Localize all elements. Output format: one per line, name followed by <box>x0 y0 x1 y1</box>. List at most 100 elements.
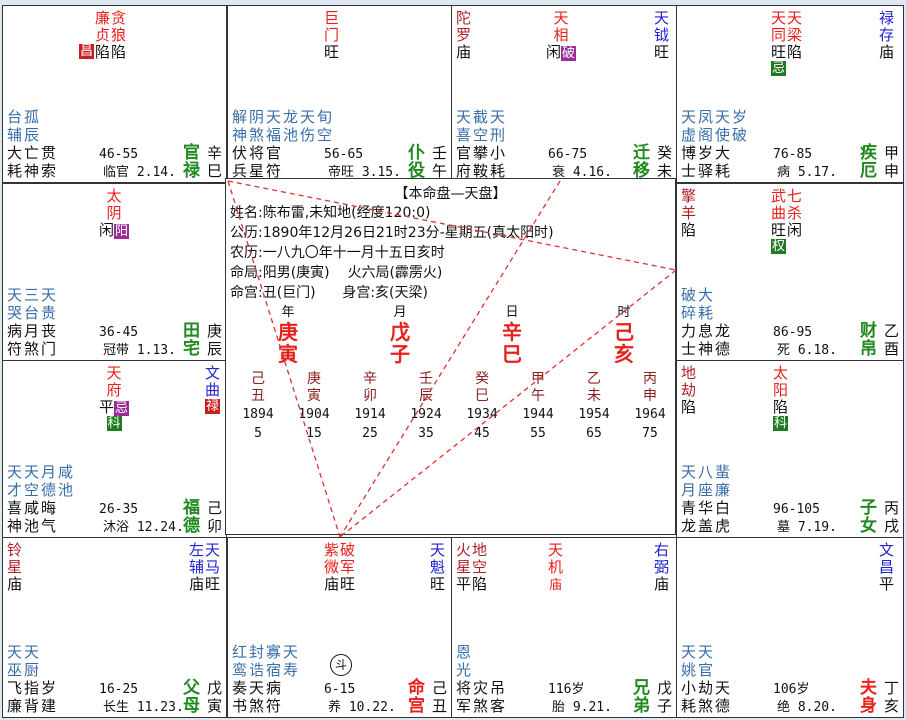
life-stage: 长生 11.23. <box>103 700 184 715</box>
star-name-char: 陀 <box>456 9 472 27</box>
god-row: 病月丧 <box>7 322 59 340</box>
star[interactable]: 火星平 <box>456 542 471 593</box>
brightness: 陷 <box>95 43 111 61</box>
da-yun-age: 65 <box>586 426 602 441</box>
palace-name: 命宫 <box>408 679 425 715</box>
brightness: 陷 <box>681 398 697 416</box>
star-name-char: 铃 <box>7 541 23 559</box>
star[interactable]: 天同旺忌 <box>771 10 787 76</box>
solar-date-line: 公历:1890年12月26日21时23分-星期五(真太阳时) <box>230 225 554 241</box>
star[interactable]: 武曲旺权 <box>771 188 787 254</box>
star[interactable]: 太阳陷科 <box>773 365 789 431</box>
star[interactable]: 天钺旺 <box>654 10 669 61</box>
stem-branch-char: 寅 <box>206 697 222 715</box>
da-yun-stem: 壬 <box>419 371 433 387</box>
star[interactable]: 铃星庙 <box>7 542 22 593</box>
star[interactable]: 地劫陷 <box>681 365 696 416</box>
minor-star-row: 天天 <box>7 643 42 661</box>
star[interactable]: 天相闲破 <box>546 10 577 61</box>
star-name-char: 军 <box>340 558 356 576</box>
star[interactable]: 天魁旺 <box>430 542 445 593</box>
minor-star-row: 巫厨 <box>7 661 42 679</box>
star[interactable]: 天府平忌科 <box>99 365 130 431</box>
life-stage: 墓 7.19. <box>777 520 837 535</box>
life-stage: 沐浴 12.24. <box>103 520 184 535</box>
star[interactable]: 文曲禄 <box>205 365 221 414</box>
star-name-char: 魁 <box>430 558 446 576</box>
star[interactable]: 地空陷 <box>472 542 487 593</box>
minor-star-row: 天截天 <box>456 108 508 126</box>
star[interactable]: 禄存庙 <box>879 10 894 61</box>
palace-name-char: 疾 <box>860 143 877 163</box>
star[interactable]: 擎羊陷 <box>681 188 696 239</box>
palace-name-char: 宫 <box>408 696 425 716</box>
god-row: 军煞客 <box>456 697 508 715</box>
stem-branch-char: 亥 <box>883 697 899 715</box>
da-yun-year: 1914 <box>354 407 386 422</box>
stem-branch-char: 甲 <box>883 144 899 162</box>
minor-stars: 天八蜚月座廉 <box>681 463 732 499</box>
star-name-char: 劫 <box>681 381 697 399</box>
stem-branch-char: 己 <box>206 499 222 517</box>
star[interactable]: 紫微庙 <box>324 542 339 593</box>
da-yun-stem: 乙 <box>587 371 601 387</box>
star[interactable]: 陀罗庙 <box>456 10 471 61</box>
star[interactable]: 天机庙 <box>548 542 563 594</box>
da-yun-year: 1924 <box>410 407 442 422</box>
star[interactable]: 太阴闲阳 <box>99 188 130 239</box>
star-name-char: 巨 <box>324 9 340 27</box>
minor-star-row: 红封寡天 <box>232 643 301 661</box>
minor-star-row: 天天 <box>681 643 716 661</box>
star[interactable]: 右弼庙 <box>654 542 669 593</box>
palace-name: 仆役 <box>408 144 425 180</box>
star[interactable]: 七杀闲 <box>787 188 802 239</box>
decade-range: 116岁 <box>548 682 585 697</box>
star[interactable]: 贪狼陷 <box>111 10 126 61</box>
minor-star-row: 月座廉 <box>681 481 733 499</box>
stem-branch-char: 巳 <box>206 162 222 180</box>
palace-name-char: 身 <box>860 696 877 716</box>
gods-stars: 伏将官兵星符 <box>232 144 283 180</box>
star-group: 地劫陷 太阳陷科 <box>681 365 899 445</box>
stem-branch-char: 辰 <box>206 340 222 358</box>
gods-stars: 将灾吊军煞客 <box>456 679 507 715</box>
minor-star-row: 破大 <box>681 286 716 304</box>
palace-name-char: 迁 <box>633 143 650 163</box>
star[interactable]: 天梁陷 <box>787 10 802 61</box>
star[interactable]: 破军旺 <box>340 542 355 593</box>
star[interactable]: 天马旺 <box>205 542 220 593</box>
si-hua-badge: 忌 <box>114 401 130 416</box>
star[interactable]: 廉贞陷 <box>95 10 110 61</box>
dou-mark-icon: 斗 <box>330 654 352 676</box>
palace-name-char: 仆 <box>408 143 425 163</box>
star-group: 廉贞陷贪狼陷昌 <box>7 10 222 90</box>
stem-branch-char: 子 <box>656 697 672 715</box>
da-yun-stem: 庚 <box>307 371 321 387</box>
decade-range: 76-85 <box>773 147 813 162</box>
da-yun-year: 1964 <box>634 407 666 422</box>
palace-name: 兄弟 <box>633 679 650 715</box>
minor-stars: 恩光 <box>456 643 473 679</box>
palace-name-char: 兄 <box>633 678 650 698</box>
star[interactable]: 左辅庙 <box>189 542 204 593</box>
stem-branch-char: 戊 <box>206 679 222 697</box>
brightness: 平 <box>99 398 115 416</box>
da-yun-age: 5 <box>254 426 262 441</box>
god-row: 耗煞德 <box>681 697 733 715</box>
da-yun-age: 25 <box>362 426 378 441</box>
star[interactable]: 巨门旺 <box>324 10 339 61</box>
star[interactable]: 文昌平 <box>879 542 894 593</box>
star-name-char: 空 <box>472 558 488 576</box>
